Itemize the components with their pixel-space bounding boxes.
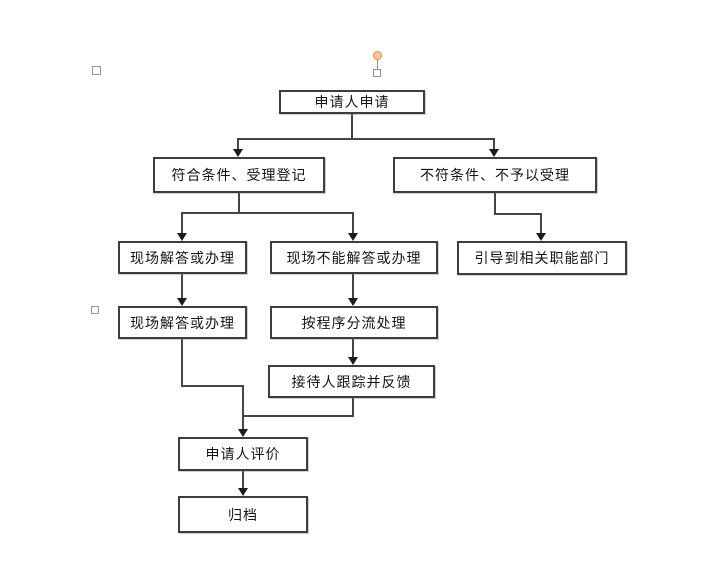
- connector-reject-guide: [540, 213, 542, 234]
- arrowhead-into-archive: [238, 488, 248, 496]
- connector-apply-reject: [493, 138, 495, 150]
- flow-node-track[interactable]: 接待人跟踪并反馈: [268, 365, 435, 398]
- connector-onsite2-evaluate: [181, 385, 244, 387]
- connector-accept-split: [181, 212, 354, 214]
- arrowhead-into-guide: [536, 233, 546, 241]
- flow-node-apply[interactable]: 申请人申请: [279, 90, 425, 114]
- arrowhead-into-process: [348, 298, 358, 306]
- flow-node-accept[interactable]: 符合条件、受理登记: [153, 157, 325, 193]
- flow-node-guide[interactable]: 引导到相关职能部门: [457, 241, 627, 275]
- flow-node-archive[interactable]: 归档: [178, 496, 308, 533]
- arrowhead-into-reject: [489, 149, 499, 157]
- adjust-handle-circle-icon[interactable]: [373, 51, 382, 60]
- flow-node-onsite2[interactable]: 现场解答或办理: [118, 306, 247, 339]
- connector-onsite2-evaluate: [242, 385, 244, 430]
- connector-onsite2-evaluate: [181, 339, 183, 387]
- connector-onsite1-onsite2: [181, 274, 183, 299]
- connector-apply-accept: [237, 138, 239, 150]
- adjust-handle-line: [377, 60, 378, 69]
- arrowhead-into-onsite2: [177, 298, 187, 306]
- connector-reject-guide: [494, 213, 542, 215]
- connector-cannot-process: [352, 274, 354, 299]
- flow-node-label: 按程序分流处理: [301, 315, 407, 332]
- connector-accept-cannot: [352, 212, 354, 234]
- flow-node-label: 符合条件、受理登记: [171, 168, 307, 184]
- connector-reject-guide: [494, 193, 496, 215]
- flow-node-label: 现场解答或办理: [130, 315, 235, 332]
- connector-accept-onsite1: [181, 212, 183, 234]
- flow-node-evaluate[interactable]: 申请人评价: [178, 437, 308, 471]
- flow-node-cannot[interactable]: 现场不能解答或办理: [270, 241, 438, 274]
- flow-node-label: 申请人评价: [205, 447, 281, 463]
- connector-evaluate-archive: [242, 471, 244, 489]
- arrowhead-into-onsite1: [177, 233, 187, 241]
- connector-track-evaluate: [242, 415, 354, 417]
- flow-node-label: 现场不能解答或办理: [286, 250, 422, 267]
- flow-node-process[interactable]: 按程序分流处理: [270, 306, 438, 339]
- flow-node-onsite1[interactable]: 现场解答或办理: [118, 241, 247, 274]
- object-anchor-icon[interactable]: [92, 66, 101, 75]
- flow-node-label: 现场解答或办理: [130, 250, 235, 267]
- arrowhead-into-track: [348, 357, 358, 365]
- arrowhead-into-cannot: [348, 233, 358, 241]
- connector-track-evaluate: [352, 398, 354, 417]
- adjust-handle-square-icon[interactable]: [373, 69, 381, 77]
- flow-node-label: 不符条件、不予以受理: [420, 168, 570, 184]
- connector-apply-split: [237, 138, 495, 140]
- arrowhead-into-evaluate: [238, 429, 248, 437]
- flow-node-label: 归档: [228, 507, 258, 524]
- connector-apply-split: [351, 114, 353, 140]
- connector-accept-split: [238, 193, 240, 213]
- object-anchor-icon[interactable]: [91, 306, 99, 314]
- flow-node-label: 引导到相关职能部门: [474, 251, 610, 267]
- arrowhead-into-accept: [233, 149, 243, 157]
- flow-node-label: 接待人跟踪并反馈: [291, 374, 412, 391]
- connector-process-track: [352, 339, 354, 358]
- flow-node-label: 申请人申请: [314, 95, 390, 111]
- flow-node-reject[interactable]: 不符条件、不予以受理: [393, 157, 597, 193]
